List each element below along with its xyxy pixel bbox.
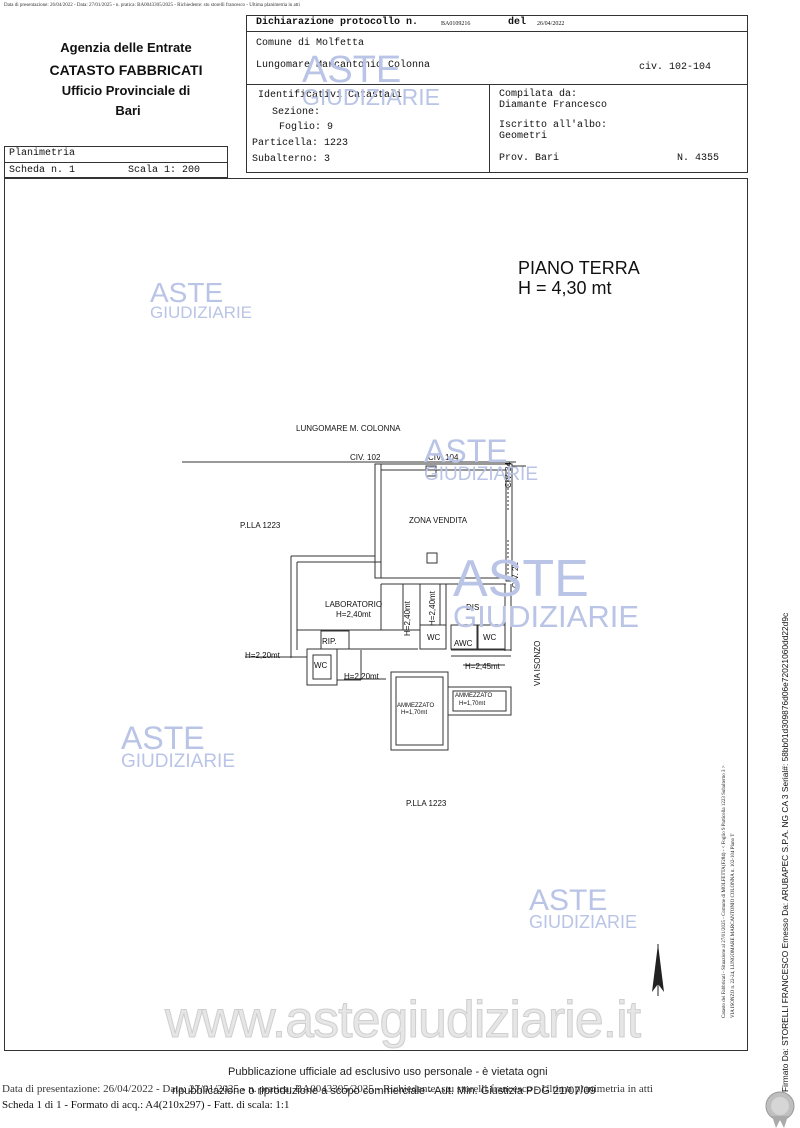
office-city: Bari [115,103,141,118]
watermark-logo-5: ASTE GIUDIZIARIE [121,720,236,772]
declaration-box [246,15,748,173]
ammezzato-1-label: AMMEZZATO [397,703,435,709]
albo: Geometri [499,131,548,142]
scala: Scala 1: 200 [128,165,201,176]
footer-notice-1: Pubblicazione ufficiale ad esclusivo uso… [228,1066,548,1078]
top-info-strip: Data di presentazione: 26/04/2022 - Data… [4,3,300,8]
height-2-40-a: H=2,40mt [403,601,412,636]
floor-height: H = 4,30 mt [518,278,612,298]
wc-label-1: WC [427,633,441,642]
floor-name: PIANO TERRA [518,258,640,278]
plla-bottom-label: P.LLA 1223 [406,799,447,808]
side-text-2: VIA ISONZO n. 22-24, LUNGOMARE MARCANTON… [731,833,736,1018]
compilata-name: Diamante Francesco [499,100,608,111]
ammezzato-2-label: AMMEZZATO [455,693,493,699]
digital-signature: Firmato Da: STORELLI FRANCESCO Emesso Da… [780,612,790,1092]
iscritto-label: Iscritto all'albo: [499,120,608,131]
sezione: Sezione: [272,107,321,118]
planimetria-title: Planimetria [9,148,76,159]
zona-vendita-label: ZONA VENDITA [409,516,468,525]
foglio: Foglio: 9 [279,122,334,133]
albo-number: N. 4355 [677,153,720,164]
declaration-date: 26/04/2022 [537,21,565,27]
civ-104-label: CIV. 104 [428,453,459,462]
scheda-number: Scheda n. 1 [9,165,76,176]
site-watermark: www.astegiudiziarie.it [164,991,641,1050]
via-isonzo-label: VIA ISONZO [533,640,542,686]
height-2-40-b: H=2,40mt [428,591,437,626]
rip-label: RIP. [322,637,337,646]
footer-line-1: Data di presentazione: 26/04/2022 - Data… [2,1083,653,1095]
declaration-number: BA0109216 [441,21,471,27]
north-arrow-icon [652,944,664,996]
plla-top-label: P.LLA 1223 [240,521,281,530]
address: Lungomare Marcantonio Colonna [256,60,431,71]
height-2-20-b: H=2,20mt [344,672,379,681]
side-text-1: Catasto dei Fabbricati - Situazione al 2… [722,765,727,1018]
watermark-logo-2: ASTE GIUDIZIARIE [302,49,441,111]
declaration-label: Dichiarazione protocollo n. [256,17,419,28]
agency-name: Agenzia delle Entrate [60,40,192,55]
wc-label-2: WC [483,633,497,642]
street-label: LUNGOMARE M. COLONNA [296,424,401,433]
laboratorio-label: LABORATORIO [325,600,383,609]
watermark-logo-1: ASTE GIUDIZIARIE [150,277,253,323]
ammezzato-2-height: H=1,70mt [459,701,486,707]
wc-label-3: WC [314,661,328,670]
compilata-title: Compilata da: [499,89,578,100]
particella: Particella: 1223 [252,138,349,149]
watermark-logo-3: ASTE GIUDIZIARIE [424,433,539,485]
office-label: Ufficio Provinciale di [61,83,191,98]
civ-102-label: CIV. 102 [350,453,381,462]
watermark-logo-6: ASTE GIUDIZIARIE [529,884,638,932]
awc-label: AWC [454,639,473,648]
footer-notice-2: ripubblicazione o riproduzione a scopo c… [172,1085,596,1097]
floor-label: PIANO TERRA H = 4,30 mt [518,258,640,298]
watermark-logo-4: ASTE GIUDIZIARIE [453,550,640,634]
declaration-del: del [508,17,527,28]
catasto-title: CATASTO FABBRICATI [49,62,203,78]
footer-line-2: Scheda 1 di 1 - Formato di acq.: A4(210x… [2,1099,290,1111]
height-2-45: H=2,45mt [465,662,500,671]
height-2-20-a: H=2,20mt [245,651,280,660]
drawing-frame [4,178,748,1051]
laboratorio-height: H=2,40mt [336,610,371,619]
identificativi-title: Identificativi Catastali: [258,90,409,101]
subalterno: Subalterno: 3 [252,154,331,165]
civic-number: civ. 102-104 [639,62,712,73]
provincia: Prov. Bari [499,153,560,164]
dis-label: DIS. [466,603,482,612]
ammezzato-1-height: H=1,70mt [401,710,428,716]
comune: Comune di Molfetta [256,38,365,49]
seal-icon [765,1091,795,1128]
